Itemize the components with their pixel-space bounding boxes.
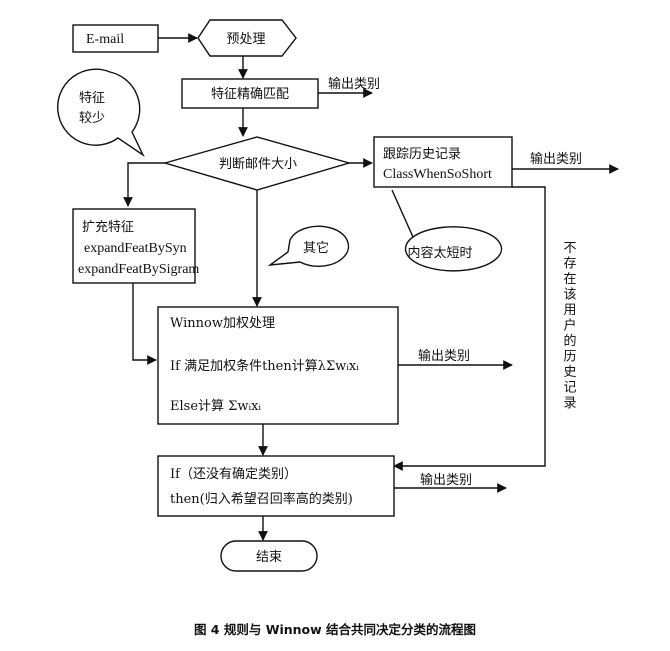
preprocess-node: 预处理 xyxy=(197,19,297,57)
history-title: 跟踪历史记录 xyxy=(383,147,461,162)
bubble-too-short-label: 内容太短时 xyxy=(407,245,472,261)
vertical-label-char: 不 xyxy=(563,241,576,256)
exact-match-node: 特征精确匹配 xyxy=(181,78,319,109)
judge-size-node: 判断邮件大小 xyxy=(162,136,352,191)
expand-node: 扩充特征 expandFeatBySyn expandFeatBySigram xyxy=(72,208,199,284)
winnow-node: Winnow加权处理 If 满足加权条件then计算λΣwᵢxᵢ Else计算 … xyxy=(157,306,399,425)
bubble-other-label: 其它 xyxy=(303,240,329,256)
vertical-label-char: 在 xyxy=(563,272,576,287)
winnow-if: If 满足加权条件then计算λΣwᵢxᵢ xyxy=(170,358,359,374)
output-label-4: 输出类别 xyxy=(420,472,472,488)
expand-function-2: expandFeatBySigram xyxy=(78,262,199,277)
exact-match-label: 特征精确匹配 xyxy=(211,87,289,102)
email-label: E-mail xyxy=(86,32,124,47)
arrow-expand-to-winnow xyxy=(132,283,157,365)
vertical-label-char: 用 xyxy=(563,303,576,318)
output-label-1: 输出类别 xyxy=(328,76,380,92)
vertical-label-char: 历 xyxy=(563,350,576,365)
history-function: ClassWhenSoShort xyxy=(383,167,492,182)
vertical-label-char: 录 xyxy=(563,396,576,411)
bubble-too-short: 内容太短时 xyxy=(391,189,503,272)
final-if: If（还没有确定类别） xyxy=(170,467,297,482)
arrow-history-to-final xyxy=(393,186,546,471)
vertical-label-char: 记 xyxy=(563,381,576,396)
vertical-label-char: 存 xyxy=(563,257,576,272)
email-node: E-mail xyxy=(72,24,159,53)
final-node: If（还没有确定类别） then(归入希望召回率高的类别) xyxy=(157,455,395,517)
final-then: then(归入希望召回率高的类别) xyxy=(170,491,353,507)
history-node: 跟踪历史记录 ClassWhenSoShort xyxy=(373,136,513,188)
winnow-title: Winnow加权处理 xyxy=(170,315,275,331)
bubble-few-features-line2: 较少 xyxy=(79,111,105,126)
preprocess-label: 预处理 xyxy=(226,32,265,47)
output-label-3: 输出类别 xyxy=(418,348,470,364)
end-node: 结束 xyxy=(220,540,318,572)
expand-title: 扩充特征 xyxy=(82,219,134,235)
arrow-judge-to-expand xyxy=(123,162,165,207)
bubble-few-features-line1: 特征 xyxy=(79,91,105,106)
expand-function-1: expandFeatBySyn xyxy=(84,241,187,256)
bubble-other: 其它 xyxy=(267,225,350,267)
winnow-else: Else计算 Σwᵢxᵢ xyxy=(170,399,261,414)
bubble-few-features: 特征 较少 xyxy=(57,68,145,158)
vertical-label-char: 的 xyxy=(563,333,576,349)
end-label: 结束 xyxy=(256,550,282,565)
judge-size-label: 判断邮件大小 xyxy=(219,157,297,172)
figure-caption: 图 4 规则与 Winnow 结合共同决定分类的流程图 xyxy=(194,622,476,637)
vertical-label-char: 史 xyxy=(563,365,576,380)
vertical-label-char: 户 xyxy=(563,318,576,334)
vertical-label-char: 该 xyxy=(563,288,576,303)
output-label-2: 输出类别 xyxy=(530,151,582,167)
